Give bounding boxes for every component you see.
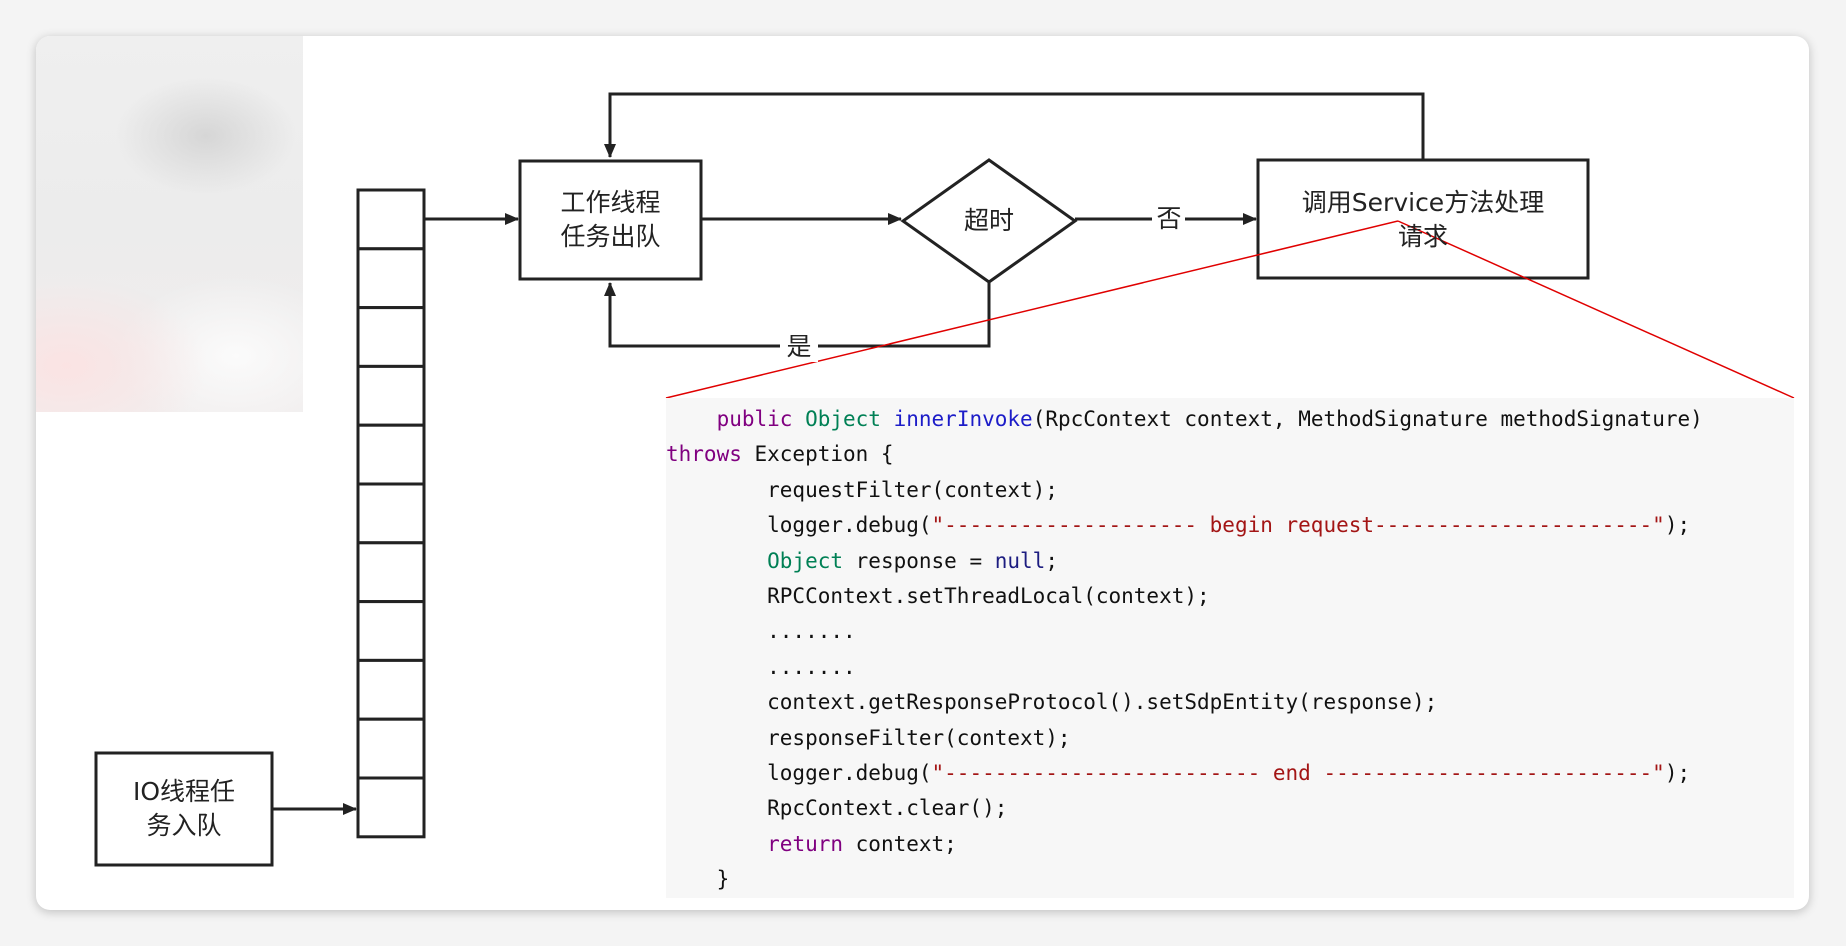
queue-slot <box>356 188 426 251</box>
code-token: ); <box>1664 761 1691 785</box>
queue-slot <box>356 717 426 780</box>
code-token: "-------------------- begin request-----… <box>931 513 1665 538</box>
code-token: context.getResponseProtocol().setSdpEnti… <box>666 690 1438 715</box>
code-line: logger.debug("------------------------- … <box>666 758 1690 788</box>
timeout-label: 超时 <box>963 206 1014 235</box>
code-line: throws Exception { <box>666 439 894 469</box>
code-token <box>666 407 717 431</box>
code-token: logger.debug( <box>666 761 932 785</box>
code-token <box>666 832 767 856</box>
code-token: response = <box>843 548 995 573</box>
code-token: logger.debug( <box>666 513 932 538</box>
code-token: throws <box>666 442 742 467</box>
blurred-thumbnail <box>36 36 303 412</box>
queue-slot <box>356 776 426 839</box>
code-line: RpcContext.clear(); <box>666 793 1007 823</box>
code-token: "------------------------- end ---------… <box>931 761 1665 785</box>
code-token: context; <box>843 831 957 856</box>
code-token: Object <box>805 407 881 431</box>
queue-slot <box>356 541 426 604</box>
code-token: Exception { <box>741 442 894 467</box>
edge-service-loop <box>604 92 1425 160</box>
label-yes-bg <box>780 332 818 362</box>
io-enqueue-label: IO线程任 务入队 <box>132 777 236 840</box>
edge-label-no: 否 <box>1156 204 1182 233</box>
code-line: requestFilter(context); <box>666 475 1058 505</box>
code-token: RPCContext.setThreadLocal(context); <box>666 584 1210 608</box>
code-token: ); <box>1664 513 1691 538</box>
code-line: Object response = null; <box>666 546 1058 576</box>
code-snippet: public Object innerInvoke(RpcContext con… <box>666 398 1794 898</box>
code-token: requestFilter(context); <box>666 477 1058 502</box>
code-line: public Object innerInvoke(RpcContext con… <box>666 404 1703 434</box>
invoke-service-label: 调用Service方法处理 请求 <box>1301 188 1545 251</box>
queue-slot <box>356 306 426 368</box>
code-line: return context; <box>666 829 957 859</box>
code-token <box>666 549 767 573</box>
code-line: RPCContext.setThreadLocal(context); <box>666 581 1210 611</box>
code-line: ....... <box>666 652 856 682</box>
queue-slot <box>356 364 426 427</box>
edge-label-yes: 是 <box>786 332 812 361</box>
callout-line-left <box>665 220 1399 399</box>
code-token: responseFilter(context); <box>666 725 1071 750</box>
code-token: ....... <box>666 654 856 679</box>
code-line: ....... <box>666 616 856 646</box>
task-queue <box>356 188 426 839</box>
worker-dequeue-box <box>518 159 703 281</box>
code-token: return <box>767 831 844 856</box>
io-enqueue-box <box>94 751 274 867</box>
code-line: logger.debug("-------------------- begin… <box>666 510 1690 540</box>
code-token: RpcContext.clear(); <box>666 796 1008 821</box>
queue-slot <box>356 600 426 662</box>
queue-slot <box>356 423 426 486</box>
code-token: ; <box>1045 548 1058 573</box>
code-token: (RpcContext context, MethodSignature met… <box>1032 407 1703 431</box>
code-line: responseFilter(context); <box>666 723 1071 753</box>
code-token <box>881 407 894 431</box>
code-line: context.getResponseProtocol().setSdpEnti… <box>666 687 1437 717</box>
code-token <box>792 407 805 431</box>
code-token: ....... <box>666 619 856 644</box>
callout-line-right <box>1397 220 1795 399</box>
worker-dequeue-label: 工作线程 任务出队 <box>560 188 661 251</box>
queue-slot <box>356 482 426 545</box>
code-token: Object <box>767 548 844 573</box>
invoke-service-box <box>1256 158 1590 280</box>
code-line: } <box>666 864 730 894</box>
queue-slot <box>356 247 426 310</box>
code-token: innerInvoke <box>893 407 1033 431</box>
code-token: public <box>716 407 793 431</box>
queue-slot <box>356 658 426 721</box>
code-token: null <box>994 548 1046 573</box>
code-token: } <box>666 867 730 892</box>
